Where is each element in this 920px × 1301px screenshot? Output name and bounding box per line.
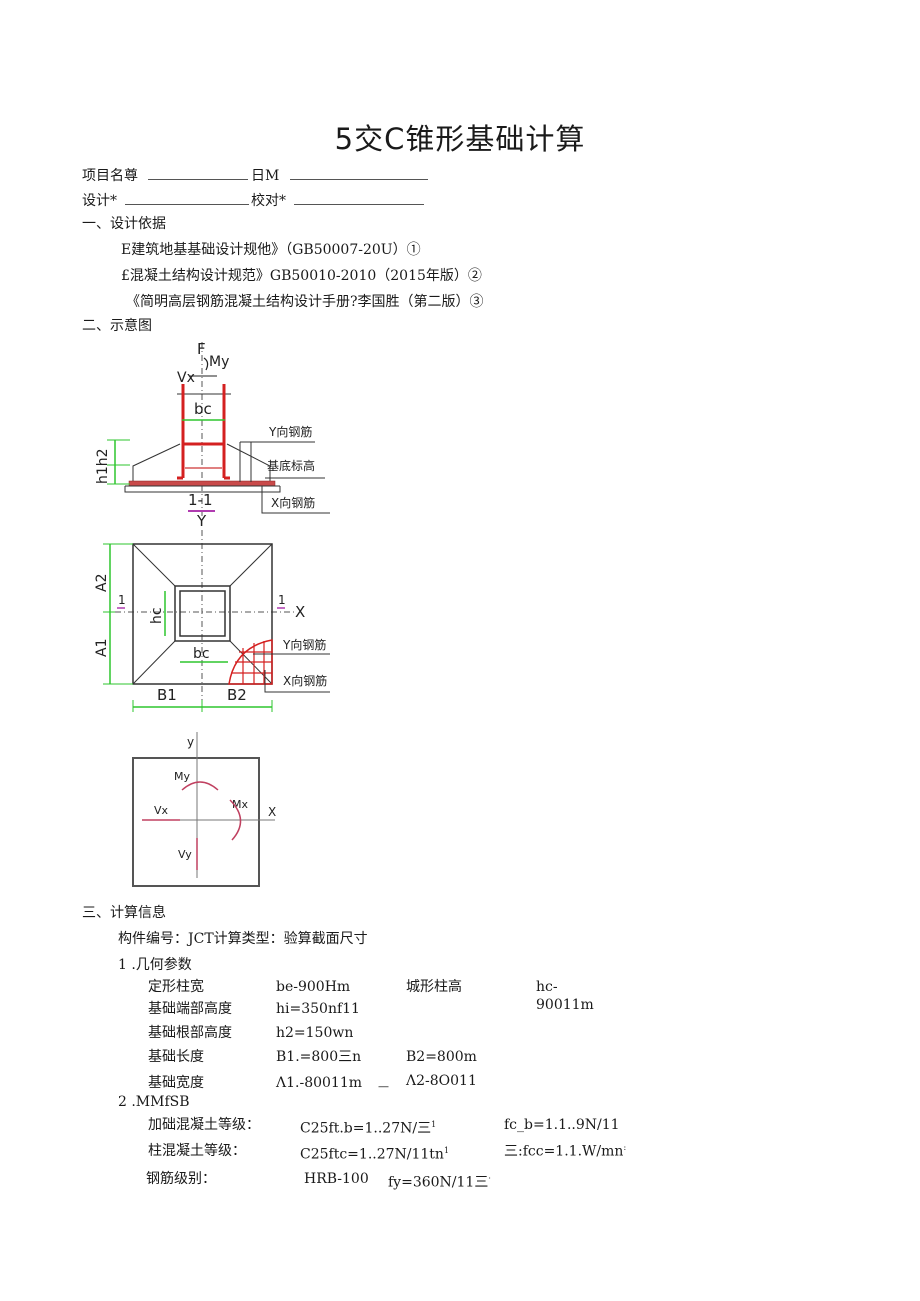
x-rebar-label: X向钢筋 [271, 495, 315, 510]
geom-label: 基础宽度 [148, 1075, 204, 1091]
hc-label: hc [149, 607, 165, 624]
mat-label: 加础混凝土等级： [148, 1117, 260, 1133]
project-name-field: 项目名尊 [82, 165, 249, 185]
mat-value: fy=360N/11三· [388, 1174, 491, 1191]
a1-label: A1 [94, 639, 110, 657]
section-heading-diagram: 二、示意图 [82, 318, 152, 334]
y-axis-label: Y [196, 512, 207, 530]
load-x-label: X [268, 805, 276, 819]
h1-label: h1 [95, 466, 111, 484]
date-label: 日M [251, 168, 280, 184]
mat-value: C25ft.b=1..27N/三1 [300, 1120, 437, 1137]
section-1-1-diagram: F My Vx bc h1h2 Y向钢筋 基底标高 X向钢筋 1-1 [95, 340, 330, 516]
reference-item: 《简明高层钢筋混凝土结构设计手册?李国胜（第二版）③ [126, 294, 484, 310]
plan-y-rebar-label: Y向钢筋 [282, 637, 326, 652]
member-info: 构件编号：JCT计算类型：验算截面尺寸 [118, 931, 368, 947]
vy-label: Vy [178, 848, 192, 861]
moment-my-label: My [209, 354, 229, 370]
geom-label: 城形柱高 [406, 979, 462, 995]
geom-value: B1.=800三n [276, 1049, 362, 1065]
geom-label: 定形柱宽 [148, 979, 204, 995]
cut-mark-right: 1 [278, 593, 286, 607]
x-axis-label: X [295, 603, 305, 621]
geom-value: h2=150wn [276, 1025, 354, 1041]
load-direction-diagram: y X My Mx Vx Vy [132, 732, 276, 887]
foundation-plan-diagram: Y X Y向钢筋 X向钢筋 A2 A1 hc bc B1 B2 1 1 [94, 512, 330, 712]
geometry-heading: 1 .几何参数 [118, 957, 192, 973]
geom-value: 90011m [536, 997, 594, 1013]
section-heading-calc: 三、计算信息 [82, 905, 166, 921]
geom-value: Λ1.-80011m [276, 1075, 363, 1091]
h2-label: h2 [95, 448, 111, 466]
date-blank[interactable] [289, 165, 428, 180]
page-title: 5交C锥形基础计算 [334, 122, 586, 156]
designer-label: 设计* [82, 193, 117, 209]
project-name-blank[interactable] [148, 165, 249, 180]
load-y-label: y [187, 735, 194, 749]
geom-value: be-900Hm [276, 979, 351, 995]
svg-text:h1h2: h1h2 [95, 448, 111, 484]
geom-value: Λ2-8O011 [406, 1073, 477, 1089]
geom-value: hi=350nf11 [276, 1001, 360, 1017]
force-f-label: F [197, 340, 206, 358]
vx-label: Vx [154, 804, 169, 817]
checker-label: 校对* [251, 193, 286, 209]
plan-bc-label: bc [193, 646, 210, 662]
section-heading-basis: 一、设计依据 [82, 216, 166, 232]
plan-x-rebar-label: X向钢筋 [283, 673, 327, 688]
project-name-label: 项目名尊 [82, 168, 138, 184]
geom-value: hc- [536, 979, 558, 995]
materials-heading: 2 .MMfSB [118, 1094, 190, 1110]
y-rebar-label: Y向钢筋 [268, 424, 312, 439]
b2-label: B2 [227, 686, 247, 704]
designer-blank[interactable] [125, 190, 250, 205]
stray-mark: — [378, 1080, 389, 1093]
geom-value: B2=800m [406, 1049, 477, 1065]
mat-label: 钢筋级别： [146, 1171, 216, 1187]
mat-value: fc_b=1.1..9N/11 [504, 1117, 620, 1133]
geom-label: 基础端部高度 [148, 1001, 232, 1017]
checker-field: 校对* [251, 190, 425, 210]
my-label: My [174, 770, 190, 783]
base-elevation-label: 基底标高 [267, 458, 315, 473]
date-field: 日M [251, 165, 428, 185]
mat-value: C25ftc=1..27N/11tn1 [300, 1146, 450, 1163]
checker-blank[interactable] [294, 190, 425, 205]
mat-label: 柱混凝土等级： [148, 1143, 246, 1159]
geom-label: 基础长度 [148, 1049, 204, 1065]
designer-field: 设计* [82, 190, 250, 210]
b1-label: B1 [157, 686, 177, 704]
cut-mark-left: 1 [118, 593, 126, 607]
reference-item: £混凝土结构设计规范》GB50010-2010（2015年版）② [121, 268, 482, 284]
a2-label: A2 [94, 574, 110, 592]
section-mark-label: 1-1 [188, 491, 213, 509]
shear-vx-label: Vx [177, 370, 195, 386]
mat-value: HRB-100 [304, 1171, 369, 1187]
geom-label: 基础根部高度 [148, 1025, 232, 1041]
reference-item: E建筑地基基础设计规他》（GB50007-20U）① [121, 242, 421, 258]
bc-label: bc [194, 400, 212, 418]
mat-value: 三:fcc=1.1.W/mn: [504, 1143, 627, 1160]
